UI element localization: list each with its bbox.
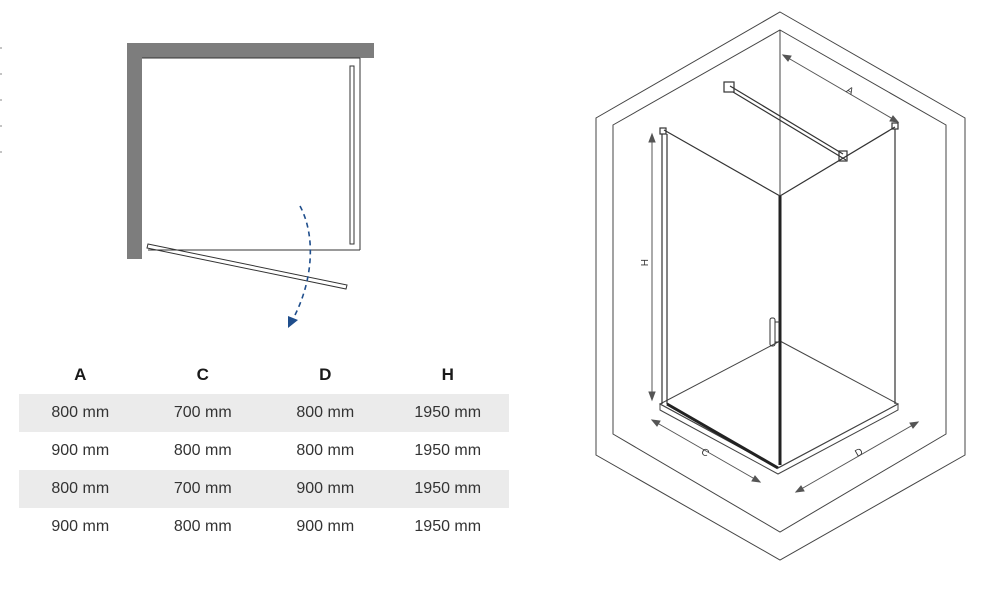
dimension-label-c: C — [699, 447, 711, 460]
table-cell: 1950 mm — [414, 442, 482, 459]
iso-stabiliser-bar — [723, 81, 848, 162]
table-cell: 700 mm — [141, 470, 264, 508]
iso-side-panel — [659, 127, 668, 404]
iso-corner-post — [891, 122, 899, 404]
dimensions-table: A C D H 800 mm 700 mm 800 mm 1950 mm 900… — [19, 356, 509, 546]
table-cell: 800 mm — [173, 442, 232, 459]
plan-view-diagram — [0, 43, 374, 328]
dimension-line-h — [648, 132, 656, 402]
table-row: 900 mm 800 mm 800 mm 1950 mm — [19, 432, 509, 470]
header-c: C — [196, 365, 209, 384]
table-cell: 1950 mm — [414, 518, 482, 535]
table-cell: 800 mm — [173, 518, 232, 535]
table-cell: 800 mm — [19, 470, 142, 508]
isometric-view-diagram: A H C D — [595, 11, 966, 561]
plan-enclosure-outline — [142, 57, 361, 251]
table-cell: 800 mm — [264, 394, 387, 432]
table-cell: 900 mm — [264, 470, 387, 508]
iso-room-walls — [595, 11, 966, 561]
dimension-label-d: D — [853, 446, 865, 459]
table-cell: 800 mm — [296, 442, 355, 459]
dimension-label-a: A — [844, 85, 856, 98]
plan-open-door — [146, 243, 348, 290]
table-cell: 1950 mm — [386, 394, 509, 432]
dimension-line-d — [794, 421, 920, 493]
table-cell: 900 mm — [51, 442, 110, 459]
plan-wall — [127, 43, 374, 259]
table-row: 900 mm 800 mm 900 mm 1950 mm — [19, 508, 509, 546]
table-row: 800 mm 700 mm 900 mm 1950 mm — [19, 470, 509, 508]
table-cell: 1950 mm — [386, 470, 509, 508]
iso-top-frame — [663, 126, 896, 197]
plan-fixed-panel — [349, 65, 355, 245]
header-a: A — [74, 365, 87, 384]
dimension-line-a — [781, 54, 900, 123]
door-swing-arrow-icon — [288, 205, 312, 328]
header-d: D — [319, 365, 332, 384]
door-handle-icon — [769, 317, 780, 347]
dimension-label-h: H — [638, 259, 649, 266]
table-cell: 700 mm — [141, 394, 264, 432]
header-h: H — [441, 365, 454, 384]
plan-edge-marks — [0, 47, 2, 153]
dimension-line-c — [650, 419, 762, 483]
iso-door-panel — [666, 196, 782, 470]
table-row: 800 mm 700 mm 800 mm 1950 mm — [19, 394, 509, 432]
table-cell: 900 mm — [296, 518, 355, 535]
table-header-row: A C D H — [19, 356, 509, 394]
table-cell: 900 mm — [51, 518, 110, 535]
table-cell: 800 mm — [19, 394, 142, 432]
